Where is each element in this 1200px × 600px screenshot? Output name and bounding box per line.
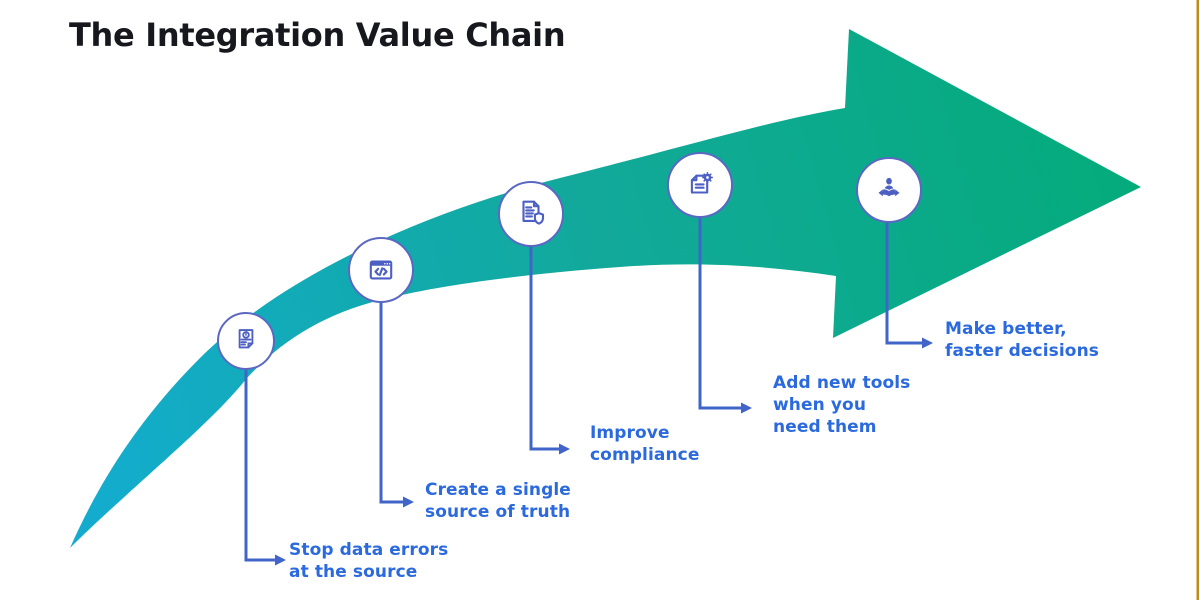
swoosh-arrow-shape xyxy=(70,29,1141,548)
connector-arrow-3 xyxy=(529,246,570,455)
milestone-3-label: Improve compliance xyxy=(590,423,700,465)
milestone-5-circle xyxy=(856,157,922,223)
document-gear-icon xyxy=(690,172,713,194)
document-shield-icon xyxy=(522,200,545,225)
connector-arrow-1 xyxy=(244,369,286,566)
person-decision-icon xyxy=(878,177,900,198)
connector-arrow-5 xyxy=(885,222,933,349)
milestone-2-circle xyxy=(348,237,414,303)
milestone-5-label: Make better, faster decisions xyxy=(945,319,1099,361)
milestone-4-label: Add new tools when you need them xyxy=(773,373,911,437)
document-alert-icon xyxy=(238,329,254,349)
milestone-2-label: Create a single source of truth xyxy=(425,480,571,522)
connector-arrow-4 xyxy=(698,217,752,414)
code-window-icon xyxy=(369,260,393,280)
milestone-1-label: Stop data errors at the source xyxy=(289,540,449,582)
milestone-4-circle xyxy=(667,152,733,218)
page-title: The Integration Value Chain xyxy=(69,16,566,54)
right-edge-line xyxy=(1196,0,1199,600)
connector-arrow-2 xyxy=(379,302,414,508)
milestone-1-circle xyxy=(217,312,275,370)
milestone-3-circle xyxy=(498,181,564,247)
